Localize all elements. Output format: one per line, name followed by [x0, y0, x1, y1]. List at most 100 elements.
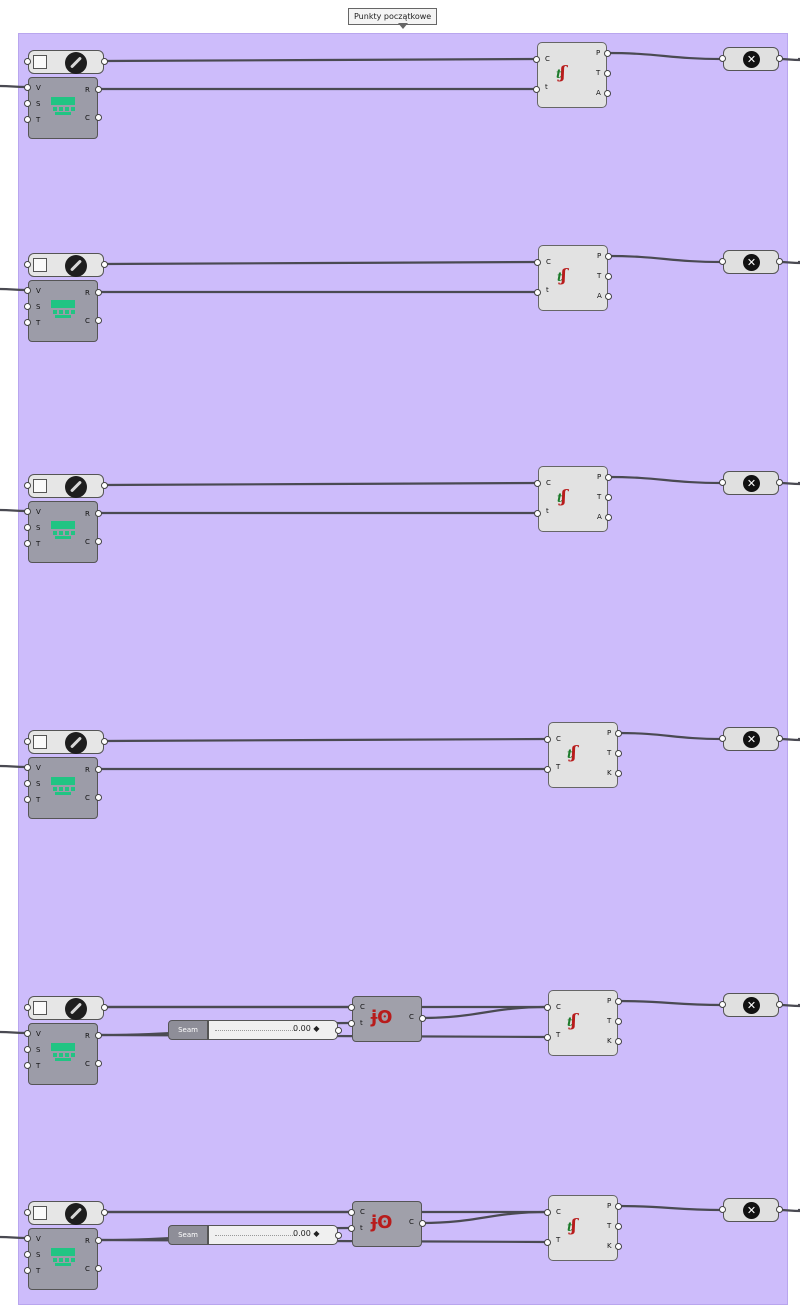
selector-input-port[interactable]: [24, 116, 31, 123]
param-input-port[interactable]: [719, 55, 726, 62]
selector-input-port[interactable]: [24, 1251, 31, 1258]
panel-output-port[interactable]: [101, 261, 108, 268]
eval-output-port[interactable]: [615, 998, 622, 1005]
param-input-port[interactable]: [719, 258, 726, 265]
selector-output-port[interactable]: [95, 1237, 102, 1244]
param-input-port[interactable]: [719, 1206, 726, 1213]
selector-input-port[interactable]: [24, 1046, 31, 1053]
panel-chip[interactable]: [28, 1201, 104, 1225]
eval-output-port[interactable]: [615, 750, 622, 757]
selector-output-port[interactable]: [95, 794, 102, 801]
selector-output-port[interactable]: [95, 538, 102, 545]
selector-input-port[interactable]: [24, 508, 31, 515]
panel-chip[interactable]: [28, 253, 104, 277]
panel-chip[interactable]: [28, 50, 104, 74]
selector-output-port[interactable]: [95, 289, 102, 296]
selector-output-port[interactable]: [95, 1060, 102, 1067]
eval-output-port[interactable]: [604, 70, 611, 77]
param-input-port[interactable]: [719, 1001, 726, 1008]
panel-chip[interactable]: [28, 996, 104, 1020]
panel-input-port[interactable]: [24, 1209, 31, 1216]
panel-input-port[interactable]: [24, 261, 31, 268]
selector-input-port[interactable]: [24, 100, 31, 107]
selector-input-port[interactable]: [24, 796, 31, 803]
reverse-input-port[interactable]: [348, 1209, 355, 1216]
eval-input-port[interactable]: [544, 1004, 551, 1011]
reverse-output-port[interactable]: [419, 1015, 426, 1022]
slider-track[interactable]: 0.00 ◆: [208, 1225, 338, 1245]
reverse-input-port[interactable]: [348, 1020, 355, 1027]
point-param-component[interactable]: ✕: [723, 727, 779, 751]
selector-output-port[interactable]: [95, 1265, 102, 1272]
panel-output-port[interactable]: [101, 1004, 108, 1011]
panel-input-port[interactable]: [24, 1004, 31, 1011]
panel-output-port[interactable]: [101, 482, 108, 489]
selector-input-port[interactable]: [24, 1030, 31, 1037]
param-output-port[interactable]: [776, 258, 783, 265]
reverse-output-port[interactable]: [419, 1220, 426, 1227]
panel-chip[interactable]: [28, 474, 104, 498]
eval-output-port[interactable]: [615, 1018, 622, 1025]
eval-output-port[interactable]: [615, 730, 622, 737]
eval-input-port[interactable]: [534, 259, 541, 266]
point-param-component[interactable]: ✕: [723, 250, 779, 274]
eval-output-port[interactable]: [615, 770, 622, 777]
selector-output-port[interactable]: [95, 766, 102, 773]
selector-output-port[interactable]: [95, 317, 102, 324]
eval-input-port[interactable]: [544, 1034, 551, 1041]
slider-output-port[interactable]: [335, 1232, 342, 1239]
reverse-input-port[interactable]: [348, 1004, 355, 1011]
selector-output-port[interactable]: [95, 86, 102, 93]
point-param-component[interactable]: ✕: [723, 471, 779, 495]
selector-input-port[interactable]: [24, 764, 31, 771]
selector-output-port[interactable]: [95, 1032, 102, 1039]
panel-input-port[interactable]: [24, 738, 31, 745]
point-param-component[interactable]: ✕: [723, 1198, 779, 1222]
eval-input-port[interactable]: [534, 289, 541, 296]
eval-output-port[interactable]: [605, 253, 612, 260]
eval-output-port[interactable]: [615, 1203, 622, 1210]
selector-output-port[interactable]: [95, 510, 102, 517]
selector-input-port[interactable]: [24, 303, 31, 310]
group-frame[interactable]: [18, 33, 788, 1305]
param-output-port[interactable]: [776, 1001, 783, 1008]
eval-input-port[interactable]: [533, 56, 540, 63]
eval-output-port[interactable]: [604, 50, 611, 57]
eval-output-port[interactable]: [605, 273, 612, 280]
slider-track[interactable]: 0.00 ◆: [208, 1020, 338, 1040]
eval-output-port[interactable]: [615, 1038, 622, 1045]
panel-input-port[interactable]: [24, 482, 31, 489]
point-param-component[interactable]: ✕: [723, 993, 779, 1017]
selector-input-port[interactable]: [24, 1062, 31, 1069]
param-input-port[interactable]: [719, 479, 726, 486]
eval-input-port[interactable]: [544, 736, 551, 743]
panel-chip[interactable]: [28, 730, 104, 754]
slider-output-port[interactable]: [335, 1027, 342, 1034]
param-input-port[interactable]: [719, 735, 726, 742]
eval-input-port[interactable]: [544, 1239, 551, 1246]
point-param-component[interactable]: ✕: [723, 47, 779, 71]
param-output-port[interactable]: [776, 55, 783, 62]
param-output-port[interactable]: [776, 1206, 783, 1213]
selector-input-port[interactable]: [24, 319, 31, 326]
selector-output-port[interactable]: [95, 114, 102, 121]
reverse-input-port[interactable]: [348, 1225, 355, 1232]
panel-output-port[interactable]: [101, 58, 108, 65]
panel-input-port[interactable]: [24, 58, 31, 65]
eval-output-port[interactable]: [605, 293, 612, 300]
selector-input-port[interactable]: [24, 1235, 31, 1242]
